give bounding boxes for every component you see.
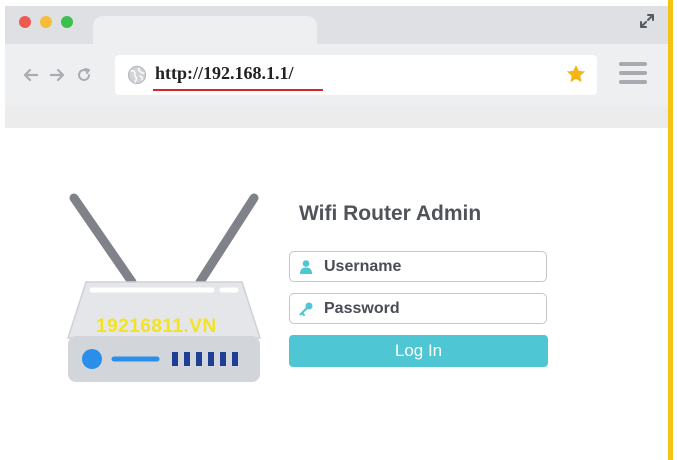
key-icon bbox=[299, 302, 313, 316]
user-icon bbox=[300, 260, 312, 274]
star-icon[interactable] bbox=[565, 63, 587, 85]
frame-border bbox=[668, 0, 673, 460]
expand-icon[interactable] bbox=[638, 12, 656, 30]
router-watermark: 19216811.VN bbox=[96, 316, 217, 337]
password-field[interactable]: Password bbox=[289, 293, 547, 324]
login-title: Wifi Router Admin bbox=[299, 202, 482, 225]
browser-toolbar: http://192.168.1.1/ bbox=[5, 44, 668, 106]
maximize-window-button[interactable] bbox=[61, 16, 73, 28]
globe-icon bbox=[127, 65, 147, 85]
url-underline bbox=[153, 89, 323, 91]
router-power-light bbox=[82, 349, 102, 369]
close-window-button[interactable] bbox=[19, 16, 31, 28]
back-arrow-icon[interactable] bbox=[22, 66, 40, 84]
forward-arrow-icon[interactable] bbox=[48, 66, 66, 84]
router-antenna-left bbox=[69, 193, 137, 287]
address-bar[interactable]: http://192.168.1.1/ bbox=[115, 55, 597, 95]
login-button[interactable]: Log In bbox=[289, 335, 548, 367]
minimize-window-button[interactable] bbox=[40, 16, 52, 28]
bookmarks-strip bbox=[5, 106, 668, 128]
browser-tab[interactable] bbox=[93, 16, 317, 46]
password-placeholder: Password bbox=[324, 300, 400, 317]
url-text[interactable]: http://192.168.1.1/ bbox=[155, 63, 294, 83]
router-illustration bbox=[66, 193, 262, 382]
username-placeholder: Username bbox=[324, 258, 402, 275]
title-bar bbox=[5, 6, 668, 46]
username-field[interactable]: Username bbox=[289, 251, 547, 282]
browser-window: http://192.168.1.1/ bbox=[5, 6, 668, 460]
reload-icon[interactable] bbox=[75, 66, 93, 84]
router-antenna-right bbox=[195, 193, 259, 287]
hamburger-menu-icon[interactable] bbox=[619, 62, 647, 84]
